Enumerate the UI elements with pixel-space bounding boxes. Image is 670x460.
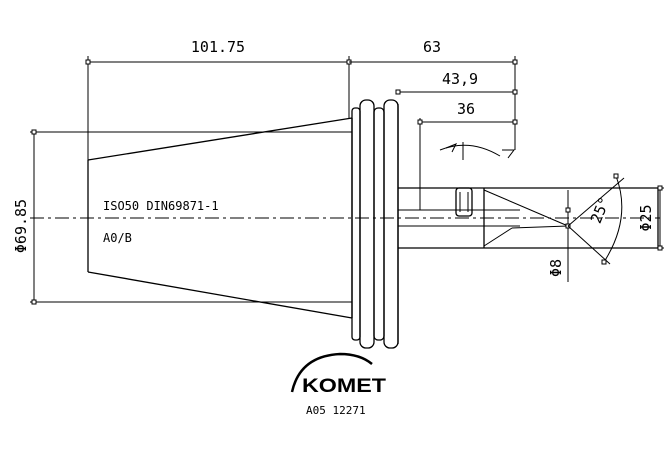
dim-101-75-label: 101.75 (191, 38, 245, 56)
dim-36 (417, 118, 518, 210)
clamping-screw (455, 187, 473, 217)
holder-nose (398, 187, 659, 249)
dim-dia-8 (565, 196, 571, 282)
dim-36-label: 36 (457, 100, 475, 118)
dim-dia-69-85-label: Φ69.85 (12, 199, 30, 253)
dim-angle-25-label: 25° (587, 194, 614, 226)
form-label: A0/B (103, 231, 132, 245)
dim-dia-8-label: Φ8 (547, 259, 565, 277)
dim-dia-25-label: Φ25 (637, 204, 655, 231)
dim-63-label: 63 (423, 38, 441, 56)
dim-dia-69-85 (30, 129, 352, 305)
komet-logo-text: KOMET (302, 376, 386, 397)
rotation-arrow (439, 142, 515, 160)
flange-collar (351, 99, 399, 349)
standard-label: ISO50 DIN69871-1 (103, 199, 219, 213)
dim-63 (349, 56, 518, 150)
komet-logo (290, 352, 373, 393)
dim-43-9-label: 43,9 (442, 70, 478, 88)
dim-43-9 (395, 89, 518, 95)
part-code: A05 12271 (306, 404, 366, 417)
dim-angle-25 (567, 173, 625, 265)
dim-101-75 (85, 56, 352, 160)
dim-dia-25 (657, 185, 664, 251)
